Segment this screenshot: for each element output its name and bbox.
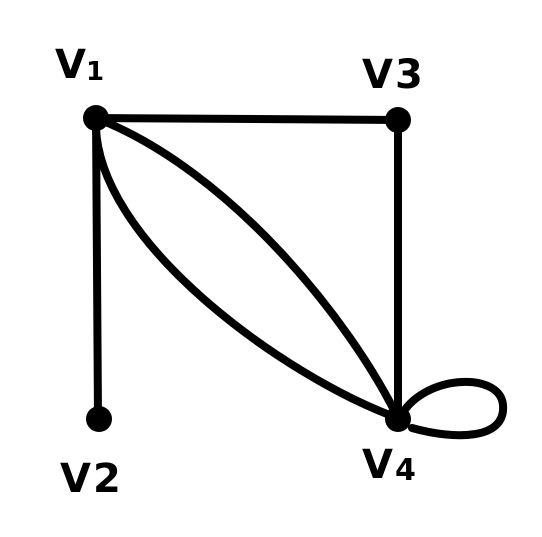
label-v4: V4 <box>362 442 416 488</box>
edge-v1-v3 <box>92 114 402 124</box>
edge-v4-loop <box>396 377 508 440</box>
vertex-v3 <box>385 107 411 133</box>
vertex-v1 <box>83 105 109 131</box>
vertex-v4 <box>385 406 411 432</box>
edge-v1-v2 <box>92 114 102 422</box>
label-v3: V3 <box>362 52 423 98</box>
edge-v1-v4-lower <box>91 114 402 422</box>
vertex-v2 <box>86 406 112 432</box>
edge-v1-v4-upper <box>92 114 402 422</box>
label-v1: V1 <box>55 42 104 88</box>
label-v2: V2 <box>60 456 121 502</box>
